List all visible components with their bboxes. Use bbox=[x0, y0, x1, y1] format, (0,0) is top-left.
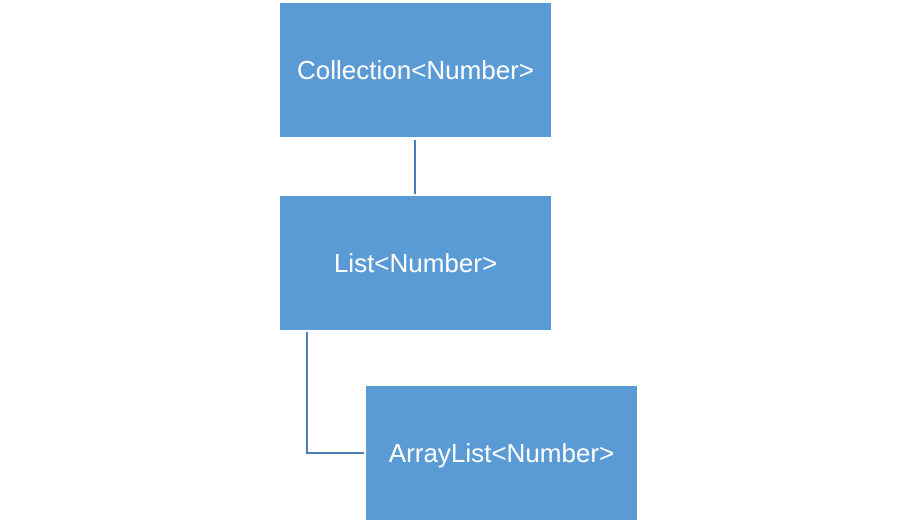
node-collection: Collection<Number> bbox=[280, 3, 551, 137]
node-arraylist: ArrayList<Number> bbox=[366, 386, 637, 520]
node-list-label: List<Number> bbox=[333, 247, 498, 278]
connector-list-arraylist bbox=[306, 332, 364, 454]
node-arraylist-label: ArrayList<Number> bbox=[388, 437, 615, 468]
node-list: List<Number> bbox=[280, 196, 551, 330]
node-collection-label: Collection<Number> bbox=[296, 54, 534, 85]
